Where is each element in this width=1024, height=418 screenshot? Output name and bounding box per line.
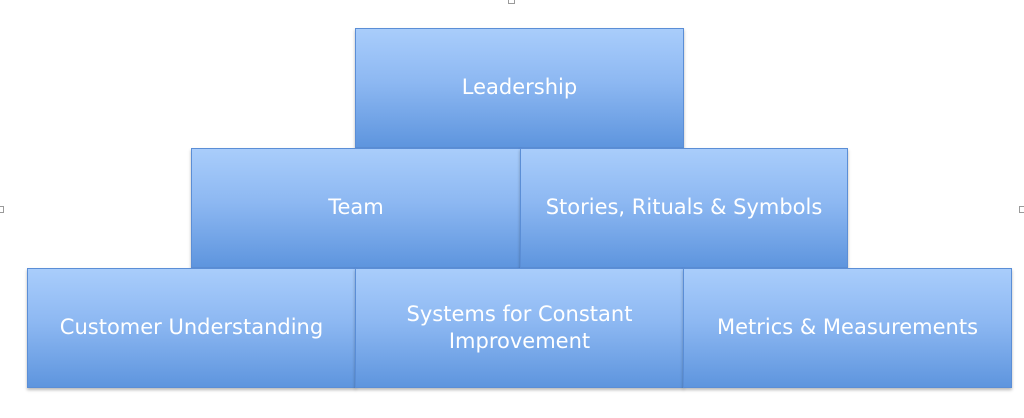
stories-rituals-symbols-block: Stories, Rituals & Symbols: [520, 148, 848, 268]
metrics-measurements-block: Metrics & Measurements: [683, 268, 1012, 388]
systems-label-line-2: Improvement: [448, 329, 591, 353]
resize-handle-right[interactable]: [1019, 206, 1024, 213]
team-block: Team: [191, 148, 521, 268]
resize-handle-left[interactable]: [0, 206, 4, 213]
metrics-measurements-label: Metrics & Measurements: [716, 315, 979, 340]
team-label: Team: [328, 195, 384, 220]
resize-handle-top[interactable]: [508, 0, 515, 4]
customer-understanding-block: Customer Understanding: [27, 268, 356, 388]
systems-label-line-1: Systems for Constant: [406, 301, 633, 326]
leadership-label: Leadership: [461, 75, 578, 100]
systems-for-constant-improvement-block: Systems for Constant Improvement: [355, 268, 684, 388]
customer-understanding-label: Customer Understanding: [59, 315, 324, 340]
systems-for-constant-improvement-label: Systems for Constant Improvement: [407, 301, 633, 356]
leadership-block: Leadership: [355, 28, 684, 148]
stories-rituals-symbols-label: Stories, Rituals & Symbols: [545, 195, 823, 220]
